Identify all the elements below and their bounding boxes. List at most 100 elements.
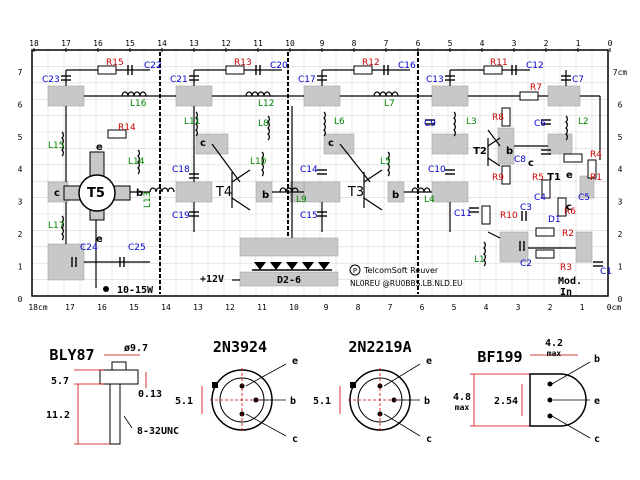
ruler-right-tick: 0: [618, 295, 623, 304]
capacitor-label-c12: C12: [526, 61, 544, 71]
ruler-top-tick: 1: [576, 39, 581, 48]
capacitor-label-c14: C14: [300, 165, 318, 175]
ruler-bottom-tick: 8: [356, 303, 361, 312]
ruler-right-tick: 1: [618, 262, 623, 271]
ruler-bottom-tick: 6: [420, 303, 425, 312]
output-pad-dot: [103, 286, 109, 292]
capacitor-symbols: [61, 65, 603, 267]
inductor-label-l1: L1: [474, 255, 485, 265]
n3924-dim: 5.1: [175, 396, 193, 407]
ruler-top-tick: 11: [253, 39, 263, 48]
ruler-left-tick: 2: [18, 230, 23, 239]
bf199-pin-c: c: [594, 434, 600, 445]
capacitor-label-c3: C3: [520, 203, 532, 213]
mod-label: Mod.: [558, 276, 582, 287]
pin-c-label: c: [528, 158, 534, 169]
output-power-label: 10-15W: [117, 285, 154, 296]
capacitor-label-c10: C10: [428, 165, 446, 175]
inductor-label-l7: L7: [384, 99, 395, 109]
in-label: In: [560, 287, 572, 298]
inductor-label-l9: L9: [296, 195, 307, 205]
capacitor-label-c2: C2: [520, 259, 532, 269]
ruler-bottom-tick: 14: [161, 303, 171, 312]
n2219-dim: 5.1: [313, 396, 331, 407]
credit-symbol-letter: P: [353, 267, 357, 275]
capacitor-label-c15: C15: [300, 211, 318, 221]
n3924-pin-b: b: [290, 396, 296, 407]
bf199-pitch: 2.54: [494, 396, 518, 407]
ruler-bottom-tick: 18cm: [28, 303, 47, 312]
resistor-label-r7: R7: [530, 83, 542, 93]
t5-transistor-body: [63, 151, 131, 221]
resistor-label-r8: R8: [492, 113, 504, 123]
pin-b-label: b: [392, 190, 399, 201]
bf199-width-max: max: [547, 349, 562, 358]
capacitor-label-c8: C8: [514, 155, 526, 165]
board-outline: [31, 49, 609, 297]
inductor-label-l10: L10: [250, 157, 267, 167]
resistor-label-r3: R3: [560, 263, 572, 273]
t3-label: T3: [347, 185, 364, 200]
capacitor-label-c5: C5: [578, 193, 590, 203]
ruler-top-tick: 0: [608, 39, 613, 48]
bly87-height-2: 11.2: [46, 410, 70, 421]
bf199-pin-e: e: [594, 396, 600, 407]
resistor-label-r15: R15: [106, 58, 124, 68]
diode-array: [252, 262, 332, 271]
inductor-label-l15: L15: [48, 141, 64, 151]
pin-c-label: c: [566, 202, 572, 213]
capacitor-label-c22: C22: [144, 61, 162, 71]
n3924-pin-c: c: [292, 434, 298, 445]
ruler-top-tick: 12: [221, 39, 231, 48]
bly87-thickness: 0.13: [138, 389, 162, 400]
ruler-bottom-tick: 13: [193, 303, 203, 312]
pin-c-label: c: [54, 188, 60, 199]
ruler-top-tick: 14: [157, 39, 167, 48]
ruler-left-tick: 1: [18, 262, 23, 271]
inductor-label-l3: L3: [466, 117, 477, 127]
inductor-label-l4: L4: [424, 195, 435, 205]
n3924-pin-e: e: [292, 356, 298, 367]
ruler-left-tick: 3: [18, 198, 23, 207]
ruler-top-tick: 3: [512, 39, 517, 48]
ruler-bottom-tick: 2: [548, 303, 553, 312]
t2-label: T2: [473, 146, 487, 157]
pin-c-label: c: [200, 138, 206, 149]
inductor-label-l2: L2: [578, 117, 589, 127]
ruler-right-tick: 2: [618, 230, 623, 239]
resistor-symbols: [97, 65, 597, 259]
capacitor-label-c16: C16: [398, 61, 416, 71]
ruler-left-tick: 6: [18, 100, 23, 109]
ruler-top-tick: 9: [320, 39, 325, 48]
diode-array-label: D2-6: [277, 275, 301, 286]
ruler-bottom-tick: 11: [257, 303, 267, 312]
ruler-top-tick: 13: [189, 39, 199, 48]
capacitor-label-c19: C19: [172, 211, 190, 221]
pin-b-label: b: [506, 146, 513, 157]
n2219-pin-b: b: [424, 396, 430, 407]
bly87-diameter: ø9.7: [124, 343, 148, 354]
ruler-right-tick: 6: [618, 100, 623, 109]
n2219-title: 2N2219A: [348, 338, 411, 356]
credit-symbol: [349, 264, 361, 276]
ruler-bottom-tick: 16: [97, 303, 107, 312]
ruler-bottom-tick: 10: [289, 303, 299, 312]
supply-label: +12V: [200, 274, 224, 285]
ruler-top-tick: 18: [29, 39, 39, 48]
resistor-label-r13: R13: [234, 58, 252, 68]
ruler-top-tick: 8: [352, 39, 357, 48]
ruler-top-tick: 4: [480, 39, 485, 48]
resistor-label-r9: R9: [492, 173, 504, 183]
package-2n3924: 2N3924 5.1 e b c: [175, 338, 298, 445]
pin-e-label: e: [96, 234, 103, 245]
bly87-height-1: 5.7: [51, 376, 69, 387]
resistor-label-r6: R6: [564, 207, 576, 217]
inductor-label-l16: L16: [130, 99, 147, 109]
resistor-label-r12: R12: [362, 58, 380, 68]
capacitor-label-c1: C1: [600, 267, 612, 277]
